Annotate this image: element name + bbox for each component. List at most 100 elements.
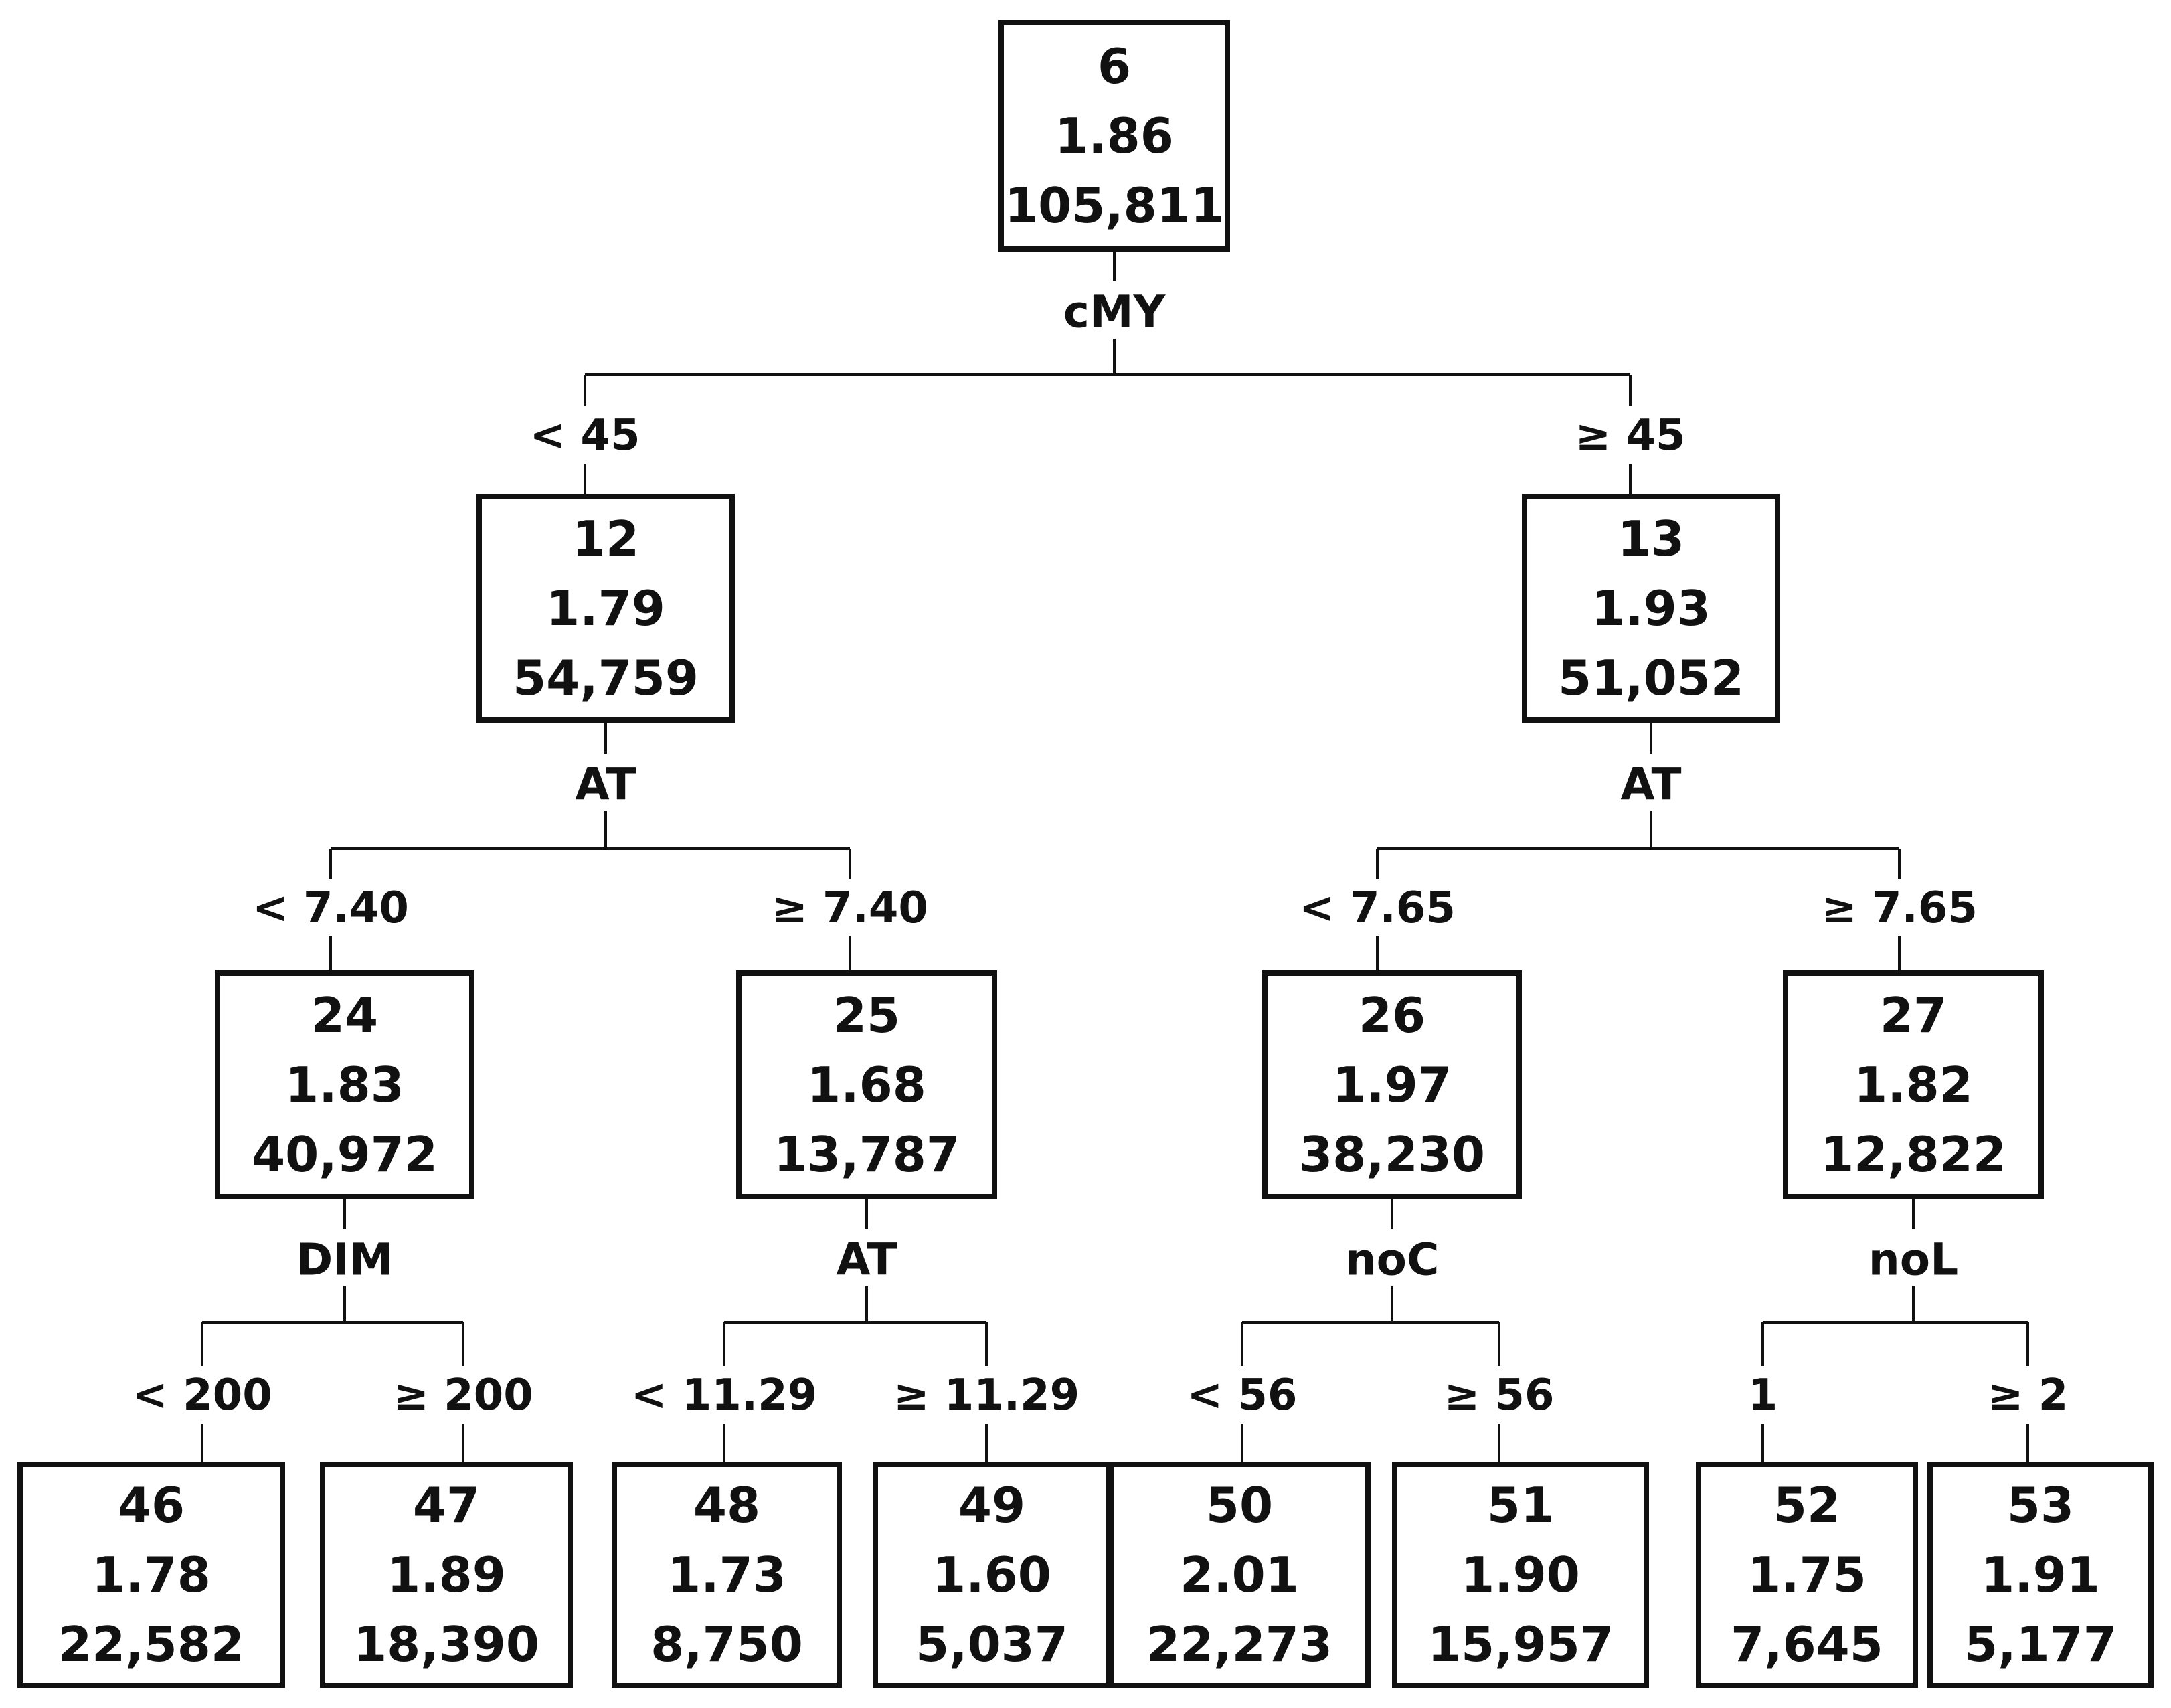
node-count: 22,273: [1146, 1616, 1332, 1673]
tree-node: 50 2.01 22,273: [1108, 1462, 1371, 1688]
split-variable-label: DIM: [296, 1234, 393, 1286]
node-box: [1108, 1462, 1371, 1688]
node-count: 51,052: [1558, 650, 1744, 706]
node-id: 24: [311, 987, 378, 1043]
node-box: [612, 1462, 842, 1688]
node-id: 27: [1880, 987, 1947, 1043]
branch-condition-label: < 7.65: [1299, 883, 1456, 933]
node-id: 6: [1098, 38, 1131, 94]
split-variable-label: noC: [1345, 1234, 1440, 1286]
tree-node: 51 1.90 15,957: [1392, 1462, 1649, 1688]
tree-node: 25 1.68 13,787: [736, 970, 997, 1199]
node-mean-value: 1.79: [546, 580, 665, 636]
node-id: 25: [833, 987, 900, 1043]
node-box: [1696, 1462, 1918, 1688]
split-variable-label: noL: [1869, 1234, 1958, 1286]
branch-condition-label: < 45: [530, 411, 640, 460]
split-variable-label: cMY: [1063, 286, 1166, 338]
node-box: [215, 970, 474, 1199]
connector-lines: [201, 249, 2029, 1464]
node-box: [1927, 1462, 2154, 1688]
node-id: 51: [1487, 1477, 1554, 1533]
node-count: 12,822: [1820, 1126, 2006, 1183]
node-count: 13,787: [774, 1126, 960, 1183]
node-box: [1262, 970, 1522, 1199]
branch-condition-label: < 7.40: [252, 883, 409, 933]
node-box: [736, 970, 997, 1199]
node-mean-value: 1.90: [1461, 1547, 1580, 1603]
node-id: 50: [1206, 1477, 1273, 1533]
split-variable-label: AT: [837, 1234, 897, 1286]
tree-node: 48 1.73 8,750: [612, 1462, 842, 1688]
tree-node: 52 1.75 7,645: [1696, 1462, 1918, 1688]
node-id: 13: [1618, 511, 1684, 567]
node-box: [998, 20, 1230, 252]
node-count: 18,390: [353, 1616, 539, 1673]
branch-condition-label: < 200: [132, 1371, 272, 1420]
node-box: [873, 1462, 1111, 1688]
node-box: [1522, 494, 1780, 723]
node-mean-value: 2.01: [1180, 1547, 1299, 1603]
branch-condition-label: 1: [1748, 1371, 1778, 1420]
tree-node: 6 1.86 105,811: [998, 20, 1230, 252]
node-id: 53: [2007, 1477, 2074, 1533]
node-box: [1783, 970, 2044, 1199]
branch-condition-label: < 11.29: [631, 1371, 817, 1420]
node-count: 22,582: [58, 1616, 244, 1673]
node-mean-value: 1.86: [1055, 108, 1174, 164]
node-id: 26: [1359, 987, 1425, 1043]
node-count: 54,759: [513, 650, 699, 706]
node-count: 8,750: [650, 1616, 803, 1673]
nodes: 6 1.86 105,811 12 1.79 54,759 13 1.93 51,052 24 1.…: [17, 20, 2154, 1688]
node-id: 46: [118, 1477, 185, 1533]
tree-node: 27 1.82 12,822: [1783, 970, 2044, 1199]
node-mean-value: 1.93: [1591, 580, 1711, 636]
branch-condition-label: < 56: [1187, 1371, 1298, 1420]
tree-node: 53 1.91 5,177: [1927, 1462, 2154, 1688]
tree-node: 12 1.79 54,759: [476, 494, 735, 723]
node-count: 15,957: [1427, 1616, 1614, 1673]
tree-node: 47 1.89 18,390: [320, 1462, 573, 1688]
node-mean-value: 1.97: [1332, 1057, 1452, 1113]
node-mean-value: 1.75: [1747, 1547, 1866, 1603]
node-count: 105,811: [1005, 177, 1224, 234]
node-mean-value: 1.91: [1981, 1547, 2100, 1603]
branch-condition-label: ≥ 200: [393, 1371, 533, 1420]
node-box: [320, 1462, 573, 1688]
node-mean-value: 1.82: [1854, 1057, 1973, 1113]
tree-node: 26 1.97 38,230: [1262, 970, 1522, 1199]
node-count: 38,230: [1299, 1126, 1485, 1183]
branch-condition-label: ≥ 11.29: [893, 1371, 1079, 1420]
node-count: 7,645: [1731, 1616, 1883, 1673]
node-mean-value: 1.83: [285, 1057, 404, 1113]
node-mean-value: 1.78: [92, 1547, 211, 1603]
node-id: 49: [958, 1477, 1025, 1533]
branch-condition-label: ≥ 2: [1988, 1371, 2068, 1420]
node-mean-value: 1.73: [667, 1547, 786, 1603]
split-variable-label: AT: [1621, 759, 1682, 810]
node-mean-value: 1.68: [807, 1057, 926, 1113]
node-id: 12: [572, 511, 639, 567]
tree-node: 49 1.60 5,037: [873, 1462, 1111, 1688]
branch-condition-label: ≥ 45: [1575, 411, 1686, 460]
node-mean-value: 1.60: [932, 1547, 1051, 1603]
tree-node: 46 1.78 22,582: [17, 1462, 285, 1688]
node-count: 40,972: [252, 1126, 438, 1183]
branch-condition-label: ≥ 56: [1444, 1371, 1555, 1420]
tree-node: 13 1.93 51,052: [1522, 494, 1780, 723]
branch-condition-label: ≥ 7.65: [1821, 883, 1978, 933]
node-box: [17, 1462, 285, 1688]
node-id: 47: [413, 1477, 480, 1533]
node-mean-value: 1.89: [387, 1547, 506, 1603]
node-box: [1392, 1462, 1649, 1688]
branch-condition-label: ≥ 7.40: [772, 883, 928, 933]
node-count: 5,177: [1964, 1616, 2117, 1673]
node-count: 5,037: [916, 1616, 1068, 1673]
tree-node: 24 1.83 40,972: [215, 970, 474, 1199]
node-box: [476, 494, 735, 723]
split-variable-label: AT: [576, 759, 636, 810]
node-id: 48: [693, 1477, 760, 1533]
node-id: 52: [1773, 1477, 1840, 1533]
